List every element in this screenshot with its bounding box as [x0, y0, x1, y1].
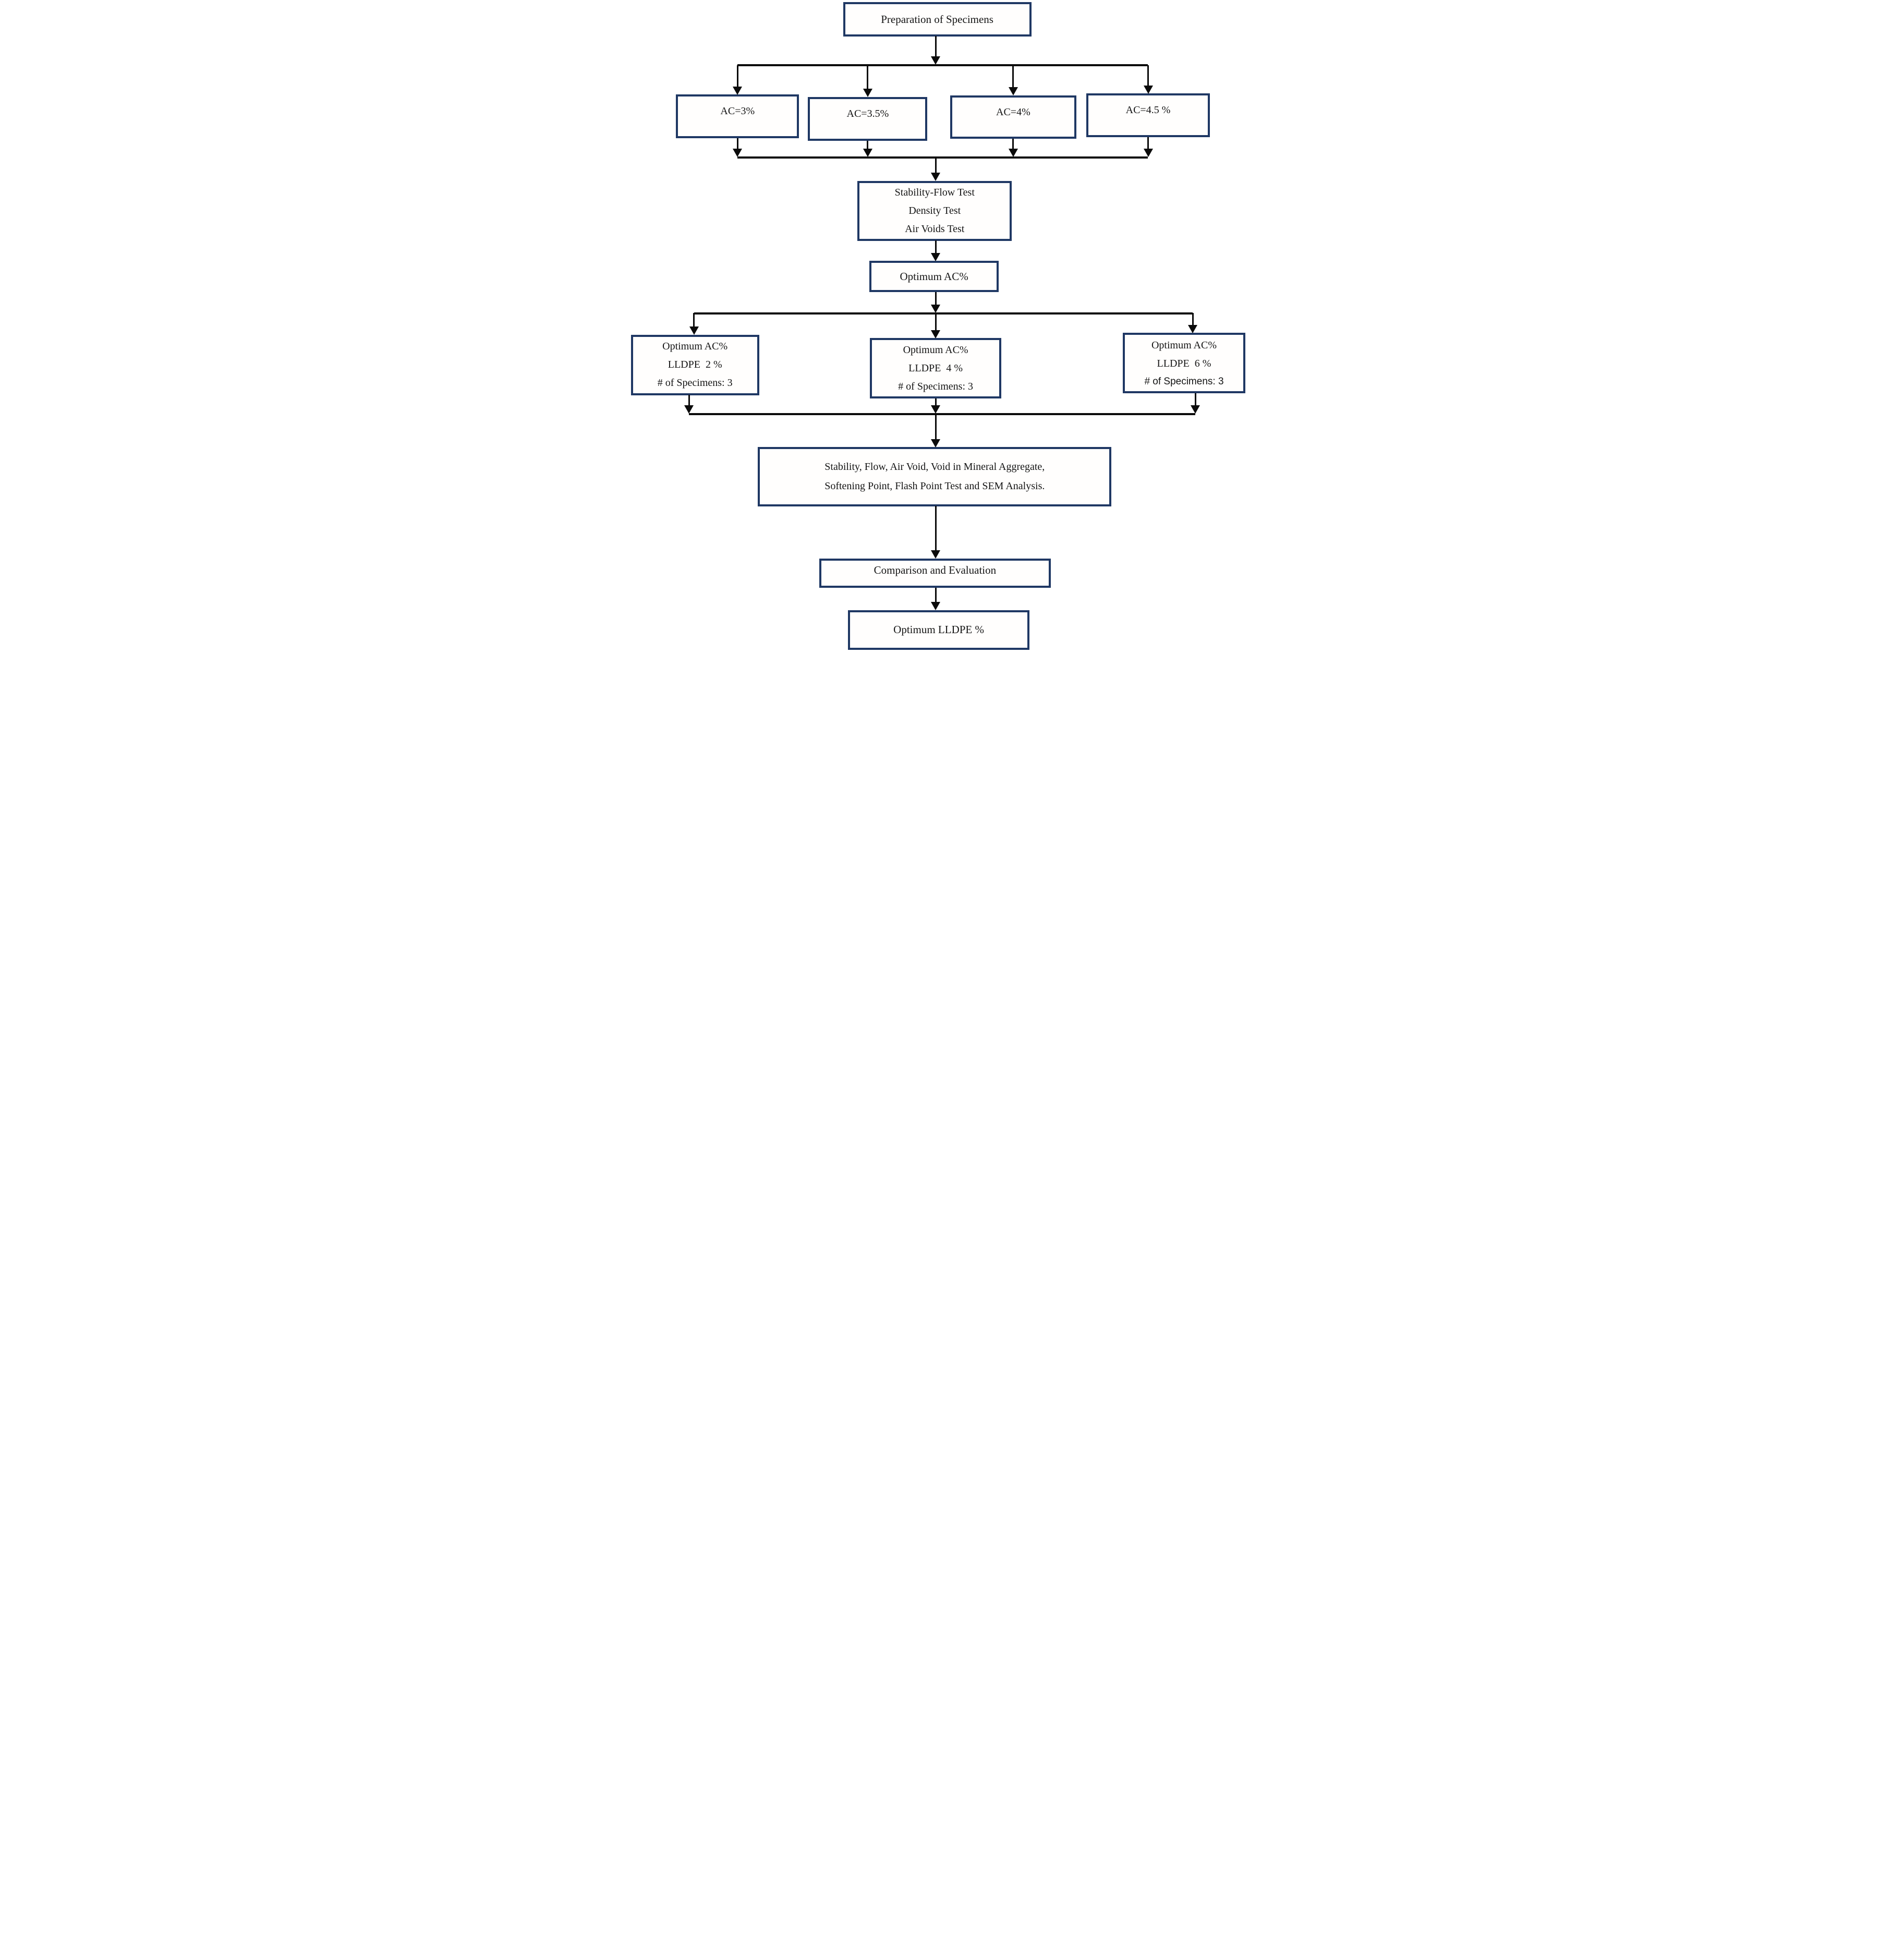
- drop-arrowhead-lldpe1: [689, 326, 699, 335]
- lldpe-4-box-line-1: Optimum AC%: [903, 344, 968, 356]
- ac-4-box-label: AC=4%: [996, 106, 1030, 118]
- merge-arrowhead-lldpe3: [1191, 405, 1200, 414]
- tests-box: Stability-Flow Test Density Test Air Voi…: [857, 180, 1012, 241]
- comparison-box: Comparison and Evaluation: [819, 558, 1051, 588]
- connector-merge-to-analysis: [935, 414, 937, 439]
- drop-arrow-ac4: [1147, 65, 1149, 87]
- optimum-ac-box: Optimum AC%: [869, 261, 999, 293]
- lldpe-4-box-line-2: LLDPE 4 %: [908, 362, 963, 374]
- arrowhead-prep-to-branch: [931, 56, 941, 65]
- tests-box-line-1: Stability-Flow Test: [894, 186, 975, 198]
- optimum-lldpe-box: Optimum LLDPE %: [848, 610, 1030, 650]
- ac-4-5-box: AC=4.5 %: [1086, 93, 1210, 137]
- drop-arrowhead-ac1: [733, 87, 743, 95]
- branch-line-lldpe: [694, 312, 1193, 314]
- lldpe-2-box-line-2: LLDPE 2 %: [668, 359, 722, 371]
- merge-line-ac: [737, 156, 1148, 159]
- optimum-lldpe-box-label: Optimum LLDPE %: [893, 623, 984, 636]
- ac-3-box: AC=3%: [676, 94, 799, 138]
- drop-arrowhead-lldpe2: [931, 330, 941, 338]
- lldpe-6-box: Optimum AC% LLDPE 6 % # of Specimens: 3: [1122, 333, 1246, 394]
- arrowhead-optimum-ac-to-branch: [931, 304, 941, 313]
- drop-arrowhead-ac4: [1143, 85, 1153, 94]
- drop-arrow-lldpe2: [935, 313, 937, 331]
- arrowhead-merge-to-tests: [931, 173, 941, 182]
- lldpe-2-box-line-1: Optimum AC%: [662, 341, 728, 353]
- connector-merge-to-tests: [935, 157, 937, 174]
- lldpe-6-box-line-2: LLDPE 6 %: [1157, 357, 1211, 369]
- drop-arrow-lldpe3: [1192, 313, 1194, 325]
- drop-arrow-lldpe1: [693, 313, 695, 327]
- lldpe-2-box-line-3: # of Specimens: 3: [657, 377, 733, 389]
- drop-arrow-ac2: [867, 65, 869, 90]
- lldpe-6-box-line-1: Optimum AC%: [1151, 339, 1217, 351]
- lldpe-4-box: Optimum AC% LLDPE 4 % # of Specimens: 3: [870, 338, 1002, 399]
- merge-arrowhead-lldpe1: [684, 405, 694, 414]
- comparison-box-label: Comparison and Evaluation: [874, 564, 997, 577]
- merge-arrow-ac3: [1012, 139, 1014, 150]
- merge-arrow-ac4: [1147, 137, 1149, 150]
- merge-line-lldpe: [689, 413, 1196, 415]
- connector-comparison-to-optimum-lldpe: [935, 587, 937, 603]
- lldpe-2-box: Optimum AC% LLDPE 2 % # of Specimens: 3: [630, 334, 759, 396]
- tests-box-line-2: Density Test: [908, 204, 961, 216]
- drop-arrowhead-ac3: [1008, 87, 1018, 96]
- lldpe-6-box-line-3: # of Specimens: 3: [1144, 376, 1224, 387]
- branch-line-ac: [737, 64, 1148, 67]
- analysis-box-line-2: Softening Point, Flash Point Test and SE…: [824, 480, 1045, 492]
- lldpe-4-box-line-3: # of Specimens: 3: [898, 380, 974, 392]
- flowchart-canvas: Preparation of Specimens AC=3% AC=3.5% A…: [627, 0, 1253, 652]
- merge-arrow-lldpe3: [1194, 393, 1196, 407]
- connector-prep-to-branch: [935, 35, 937, 58]
- ac-3-5-box-label: AC=3.5%: [846, 107, 889, 119]
- optimum-ac-box-label: Optimum AC%: [900, 270, 968, 283]
- drop-arrowhead-lldpe3: [1188, 324, 1198, 333]
- merge-arrowhead-ac3: [1008, 149, 1018, 158]
- arrowhead-analysis-to-comparison: [931, 550, 941, 559]
- arrowhead-comparison-to-optimum-lldpe: [931, 602, 941, 611]
- ac-3-box-label: AC=3%: [720, 105, 755, 117]
- connector-analysis-to-comparison: [935, 506, 937, 551]
- preparation-box: Preparation of Specimens: [843, 2, 1032, 37]
- arrowhead-merge-to-analysis: [931, 439, 941, 447]
- connector-optimum-ac-to-branch: [935, 292, 937, 306]
- drop-arrow-ac1: [736, 65, 738, 88]
- ac-4-box: AC=4%: [950, 95, 1077, 139]
- ac-3-5-box: AC=3.5%: [808, 96, 928, 141]
- merge-arrowhead-ac1: [733, 149, 743, 158]
- preparation-box-label: Preparation of Specimens: [881, 13, 993, 26]
- connector-tests-to-optimum-ac: [935, 240, 937, 255]
- merge-arrow-lldpe2: [935, 398, 937, 407]
- arrowhead-tests-to-optimum-ac: [931, 253, 941, 262]
- drop-arrow-ac3: [1012, 65, 1014, 88]
- merge-arrow-lldpe1: [688, 395, 690, 406]
- analysis-box-line-1: Stability, Flow, Air Void, Void in Miner…: [824, 461, 1045, 473]
- merge-arrowhead-ac4: [1143, 149, 1153, 158]
- merge-arrowhead-ac2: [863, 149, 872, 158]
- drop-arrowhead-ac2: [863, 89, 872, 98]
- merge-arrowhead-lldpe2: [931, 405, 941, 414]
- ac-4-5-box-label: AC=4.5 %: [1125, 104, 1171, 116]
- analysis-box: Stability, Flow, Air Void, Void in Miner…: [758, 446, 1112, 506]
- merge-arrow-ac1: [736, 138, 738, 150]
- merge-arrow-ac2: [867, 140, 869, 151]
- tests-box-line-3: Air Voids Test: [905, 223, 965, 235]
